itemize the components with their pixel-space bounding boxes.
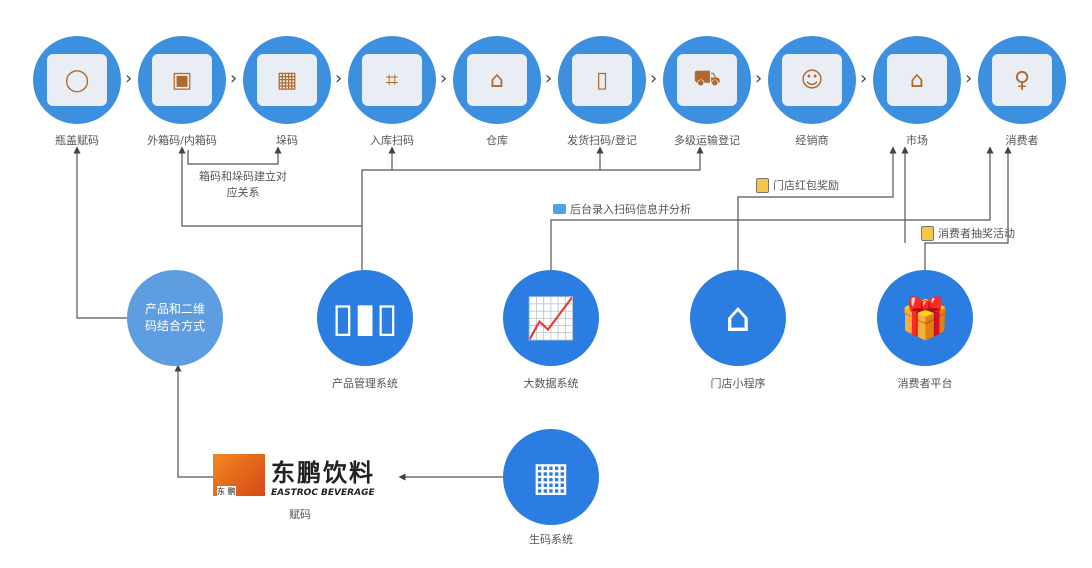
chevron-right-icon: › (125, 68, 133, 89)
brand-name-en: EASTROC BEVERAGE (271, 487, 375, 498)
monitor-icon (553, 204, 566, 214)
market-icon: ⌂ (887, 54, 947, 106)
chevron-right-icon: › (230, 68, 238, 89)
step-label: 仓库 (486, 134, 508, 147)
store-app-node: ⌂ (690, 270, 786, 366)
step-label: 入库扫码 (370, 134, 414, 147)
store-app-label: 门店小程序 (710, 377, 766, 390)
combo-node: 产品和二维码结合方式 (127, 270, 223, 366)
brand-name: 东鹏饮料 (271, 458, 375, 487)
step-label: 多级运输登记 (674, 134, 740, 147)
chevron-right-icon: › (650, 68, 658, 89)
qr-code-icon: ▦ (532, 454, 570, 500)
bottle-cap-icon: ◯ (47, 54, 107, 106)
note-box-pallet: 箱码和垛码建立对应关系 (199, 170, 287, 199)
chart-icon: 📈 (526, 295, 576, 342)
product-cards-icon: ▯▮▯ (331, 295, 399, 341)
product-mgmt-node: ▯▮▯ (317, 270, 413, 366)
step-label: 发货扫码/登记 (567, 134, 637, 147)
step-node: ◯ (33, 36, 121, 124)
code-gen-label: 生码系统 (529, 533, 573, 546)
step-node: ⛟ (663, 36, 751, 124)
step-node: ▯ (558, 36, 646, 124)
step-label: 瓶盖赋码 (55, 134, 99, 147)
chevron-right-icon: › (755, 68, 763, 89)
phone-icon (921, 225, 934, 241)
eagle-logo-icon: 东 鹏 (213, 454, 265, 497)
note-backend: 后台录入扫码信息并分析 (553, 201, 691, 217)
note-consumer-lottery: 消费者抽奖活动 (921, 225, 1015, 241)
step-label: 经销商 (795, 134, 829, 147)
gift-icon: 🎁 (900, 295, 950, 342)
chevron-right-icon: › (440, 68, 448, 89)
big-data-node: 📈 (503, 270, 599, 366)
note-store-reward: 门店红包奖励 (756, 177, 839, 193)
warehouse-icon: ⌂ (467, 54, 527, 106)
chevron-right-icon: › (860, 68, 868, 89)
coding-label: 赋码 (289, 508, 311, 521)
step-label: 垛码 (276, 134, 298, 147)
dealers-icon: ☺ (782, 54, 842, 106)
step-node: ▦ (243, 36, 331, 124)
step-node: ▣ (138, 36, 226, 124)
store-icon: ⌂ (725, 295, 751, 341)
truck-icon: ⛟ (677, 54, 737, 106)
step-node: ☺ (768, 36, 856, 124)
step-label: 外箱码/内箱码 (147, 134, 217, 147)
scan-qr-icon: ⌗ (362, 54, 422, 106)
phone-icon (756, 177, 769, 193)
chevron-right-icon: › (965, 68, 973, 89)
consumer-platform-label: 消费者平台 (897, 377, 953, 390)
phone-scan-icon: ▯ (572, 54, 632, 106)
brand-logo: 东 鹏 东鹏饮料 EASTROC BEVERAGE (213, 452, 398, 498)
step-label: 市场 (906, 134, 928, 147)
consumer-icon: ♀ (992, 54, 1052, 106)
big-data-label: 大数据系统 (523, 377, 579, 390)
step-label: 消费者 (1005, 134, 1039, 147)
box-icon: ▣ (152, 54, 212, 106)
code-gen-node: ▦ (503, 429, 599, 525)
pallet-icon: ▦ (257, 54, 317, 106)
step-node: ⌂ (873, 36, 961, 124)
chevron-right-icon: › (335, 68, 343, 89)
step-node: ⌂ (453, 36, 541, 124)
chevron-right-icon: › (545, 68, 553, 89)
step-node: ⌗ (348, 36, 436, 124)
consumer-platform-node: 🎁 (877, 270, 973, 366)
step-node: ♀ (978, 36, 1066, 124)
product-mgmt-label: 产品管理系统 (332, 377, 398, 390)
